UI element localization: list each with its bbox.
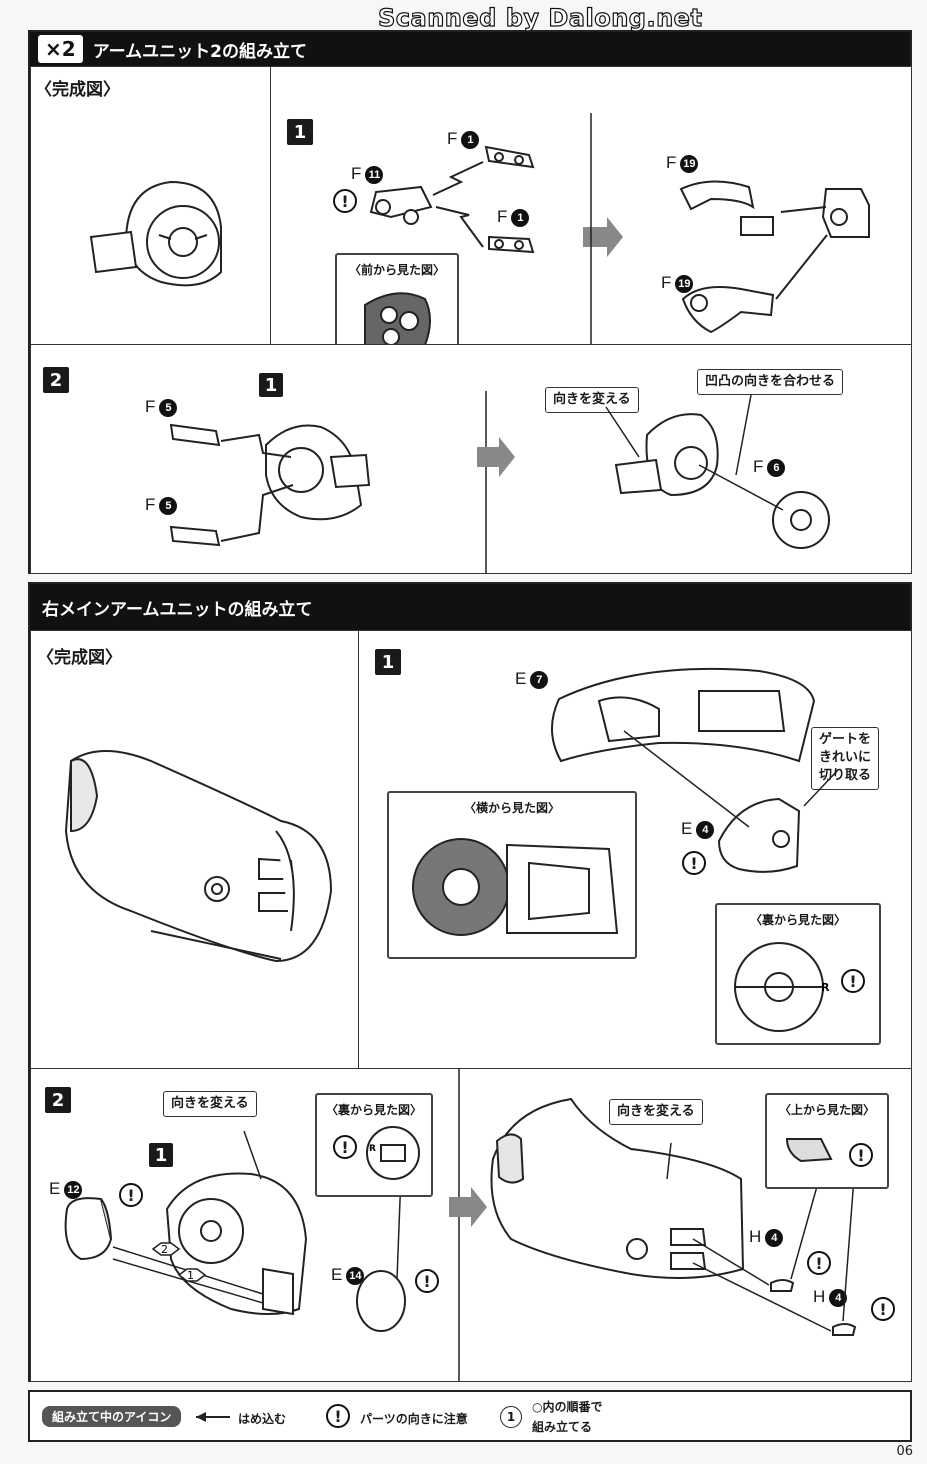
front-view-box: 〈前から見た図〉 (335, 253, 459, 345)
section-title: アームユニット2の組み立て (92, 41, 307, 62)
back-view-label: 〈裏から見た図〉 (749, 913, 846, 927)
complete-view-label: 〈完成図〉 (35, 80, 120, 100)
caution-icon: ! (333, 1135, 357, 1159)
order-2-text: 2 (161, 1243, 168, 1256)
front-view-illustration (364, 292, 431, 345)
sub-step-number-badge: 1 (149, 1143, 173, 1167)
mark-r-text: R (821, 981, 830, 994)
top-view-box: 〈上から見た図〉 ! (765, 1093, 889, 1189)
next-arrow (583, 217, 623, 257)
step-number-badge: 1 (375, 649, 401, 675)
top-view-label: 〈上から見た図〉 (778, 1103, 875, 1117)
section-title: 右メインアームユニットの組み立て (42, 599, 313, 620)
next-arrow (449, 1187, 487, 1227)
side-view-box: 〈横から見た図〉 (387, 791, 637, 959)
legend-caution-text: パーツの向きに注意 (360, 1412, 468, 1426)
legend-push-in: はめ込む (238, 1412, 287, 1426)
caution-icon: ! (119, 1183, 143, 1207)
callout-align: 凹凸の向きを合わせる (697, 369, 844, 396)
back-view-illustration: R (366, 1126, 420, 1180)
sub-step-number-badge: 1 (259, 373, 283, 397)
watermark-text: Scanned by Dalong.net (377, 3, 703, 32)
complete-view-label: 〈完成図〉 (37, 648, 122, 668)
order-number-icon: 1 (500, 1406, 522, 1428)
back-view-label: 〈裏から見た図〉 (325, 1103, 422, 1117)
caution-icon: ! (682, 851, 706, 875)
callout-turn-b: 向きを変える (609, 1099, 703, 1126)
caution-icon: ! (849, 1143, 873, 1167)
order-markers (151, 1242, 207, 1282)
legend-order-text-2: 組み立てる (532, 1420, 593, 1434)
complete-view-panel: 〈完成図〉 (30, 630, 360, 1070)
multiplier-badge: ×2 (38, 35, 83, 63)
step1-parts-illustration (550, 667, 838, 873)
next-arrow (477, 437, 515, 477)
caution-icon: ! (871, 1297, 895, 1321)
back-view-box: 〈裏から見た図〉 R ! (315, 1093, 433, 1197)
legend-order-text-1: ○内の順番で (532, 1400, 603, 1414)
caution-icon: ! (841, 969, 865, 993)
caution-icon: ! (326, 1404, 350, 1428)
icon-legend: 組み立て中のアイコン はめ込む ! パーツの向きに注意 1 ○内の順番で 組み立… (28, 1390, 912, 1442)
step-number-badge: 2 (43, 367, 69, 393)
page-number: 06 (896, 1444, 913, 1459)
step2-parts-illustration (169, 391, 830, 573)
front-view-label: 〈前から見た図〉 (348, 263, 445, 277)
mark-r-text-2: R (369, 1144, 376, 1154)
step-number-badge: 2 (45, 1087, 71, 1113)
push-in-arrow-icon (196, 1412, 230, 1422)
side-view-label: 〈横から見た図〉 (463, 801, 560, 815)
complete-view-panel: 〈完成図〉 (30, 66, 272, 346)
callout-turn-a: 向きを変える (163, 1091, 257, 1118)
section-header: ×2 アームユニット2の組み立て (30, 32, 910, 66)
side-view-illustration (412, 838, 619, 936)
step2-parts-illustration: 2 1 (64, 1069, 857, 1381)
gate-note: ゲートを きれいに 切り取る (811, 727, 880, 790)
right-main-arm-complete-illustration (64, 750, 333, 963)
back-view-box: 〈裏から見た図〉 R ! (715, 903, 881, 1045)
caution-icon: ! (807, 1251, 831, 1275)
arm-unit-2-complete-illustration (89, 180, 222, 287)
caution-icon: ! (333, 189, 357, 213)
caution-icon: ! (415, 1269, 439, 1293)
back-view-illustration: R (734, 942, 830, 1032)
step1-parts-illustration (369, 113, 870, 345)
order-1-text: 1 (187, 1269, 194, 1282)
legend-icon-label: 組み立て中のアイコン (42, 1406, 182, 1427)
step-number-badge: 1 (287, 119, 313, 145)
top-view-illustration (785, 1138, 833, 1163)
callout-turn: 向きを変える (545, 387, 639, 414)
section-header: 右メインアームユニットの組み立て (30, 584, 910, 630)
